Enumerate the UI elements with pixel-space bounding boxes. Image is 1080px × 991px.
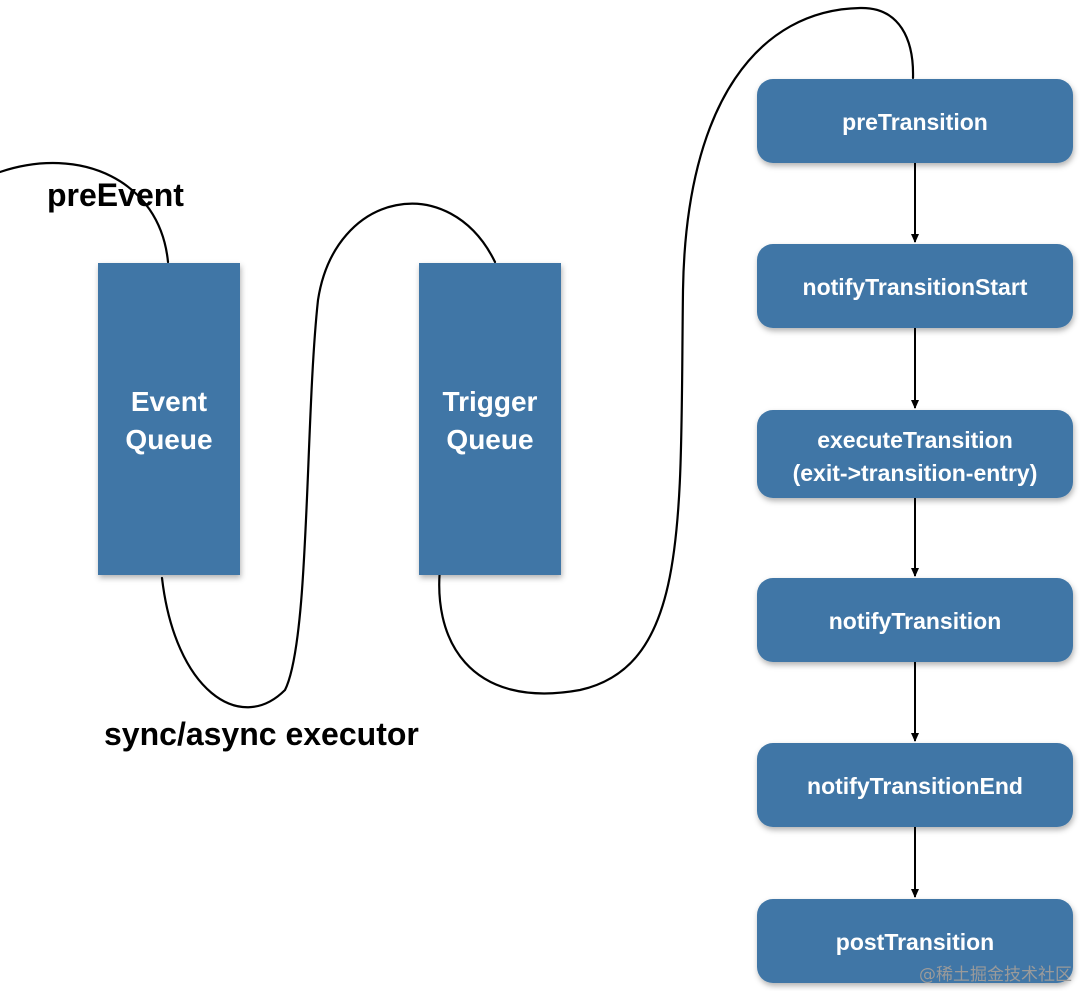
step-label-2: notifyTransitionStart <box>803 274 1028 300</box>
step-box-5: notifyTransitionEnd <box>757 743 1073 827</box>
trigger-queue-label-line2: Queue <box>446 424 533 455</box>
trigger-queue-box: Trigger Queue <box>419 263 561 575</box>
trigger-queue-label-line1: Trigger <box>443 386 538 417</box>
step-label-1: preTransition <box>842 109 988 135</box>
pre-event-label: preEvent <box>47 177 184 213</box>
step-box-3: executeTransition (exit->transition-entry… <box>757 410 1073 498</box>
step-box-4: notifyTransition <box>757 578 1073 662</box>
flow-curve <box>0 6 915 709</box>
step-label-3: executeTransition <box>817 427 1013 453</box>
watermark: @稀土掘金技术社区 <box>919 965 1072 985</box>
step-box-1: preTransition <box>757 79 1073 163</box>
event-queue-box: Event Queue <box>98 263 240 575</box>
event-queue-label-line1: Event <box>131 386 207 417</box>
step-label-4: notifyTransition <box>829 608 1002 634</box>
step-box-2: notifyTransitionStart <box>757 244 1073 328</box>
step-label-6: postTransition <box>836 929 994 955</box>
step-box-6: postTransition <box>757 899 1073 983</box>
executor-label: sync/async executor <box>104 716 419 752</box>
event-queue-label-line2: Queue <box>125 424 212 455</box>
transition-steps: preTransition notifyTransitionStart execut… <box>757 79 1073 983</box>
step-sublabel-3: (exit->transition-entry) <box>793 460 1038 486</box>
step-label-5: notifyTransitionEnd <box>807 773 1023 799</box>
